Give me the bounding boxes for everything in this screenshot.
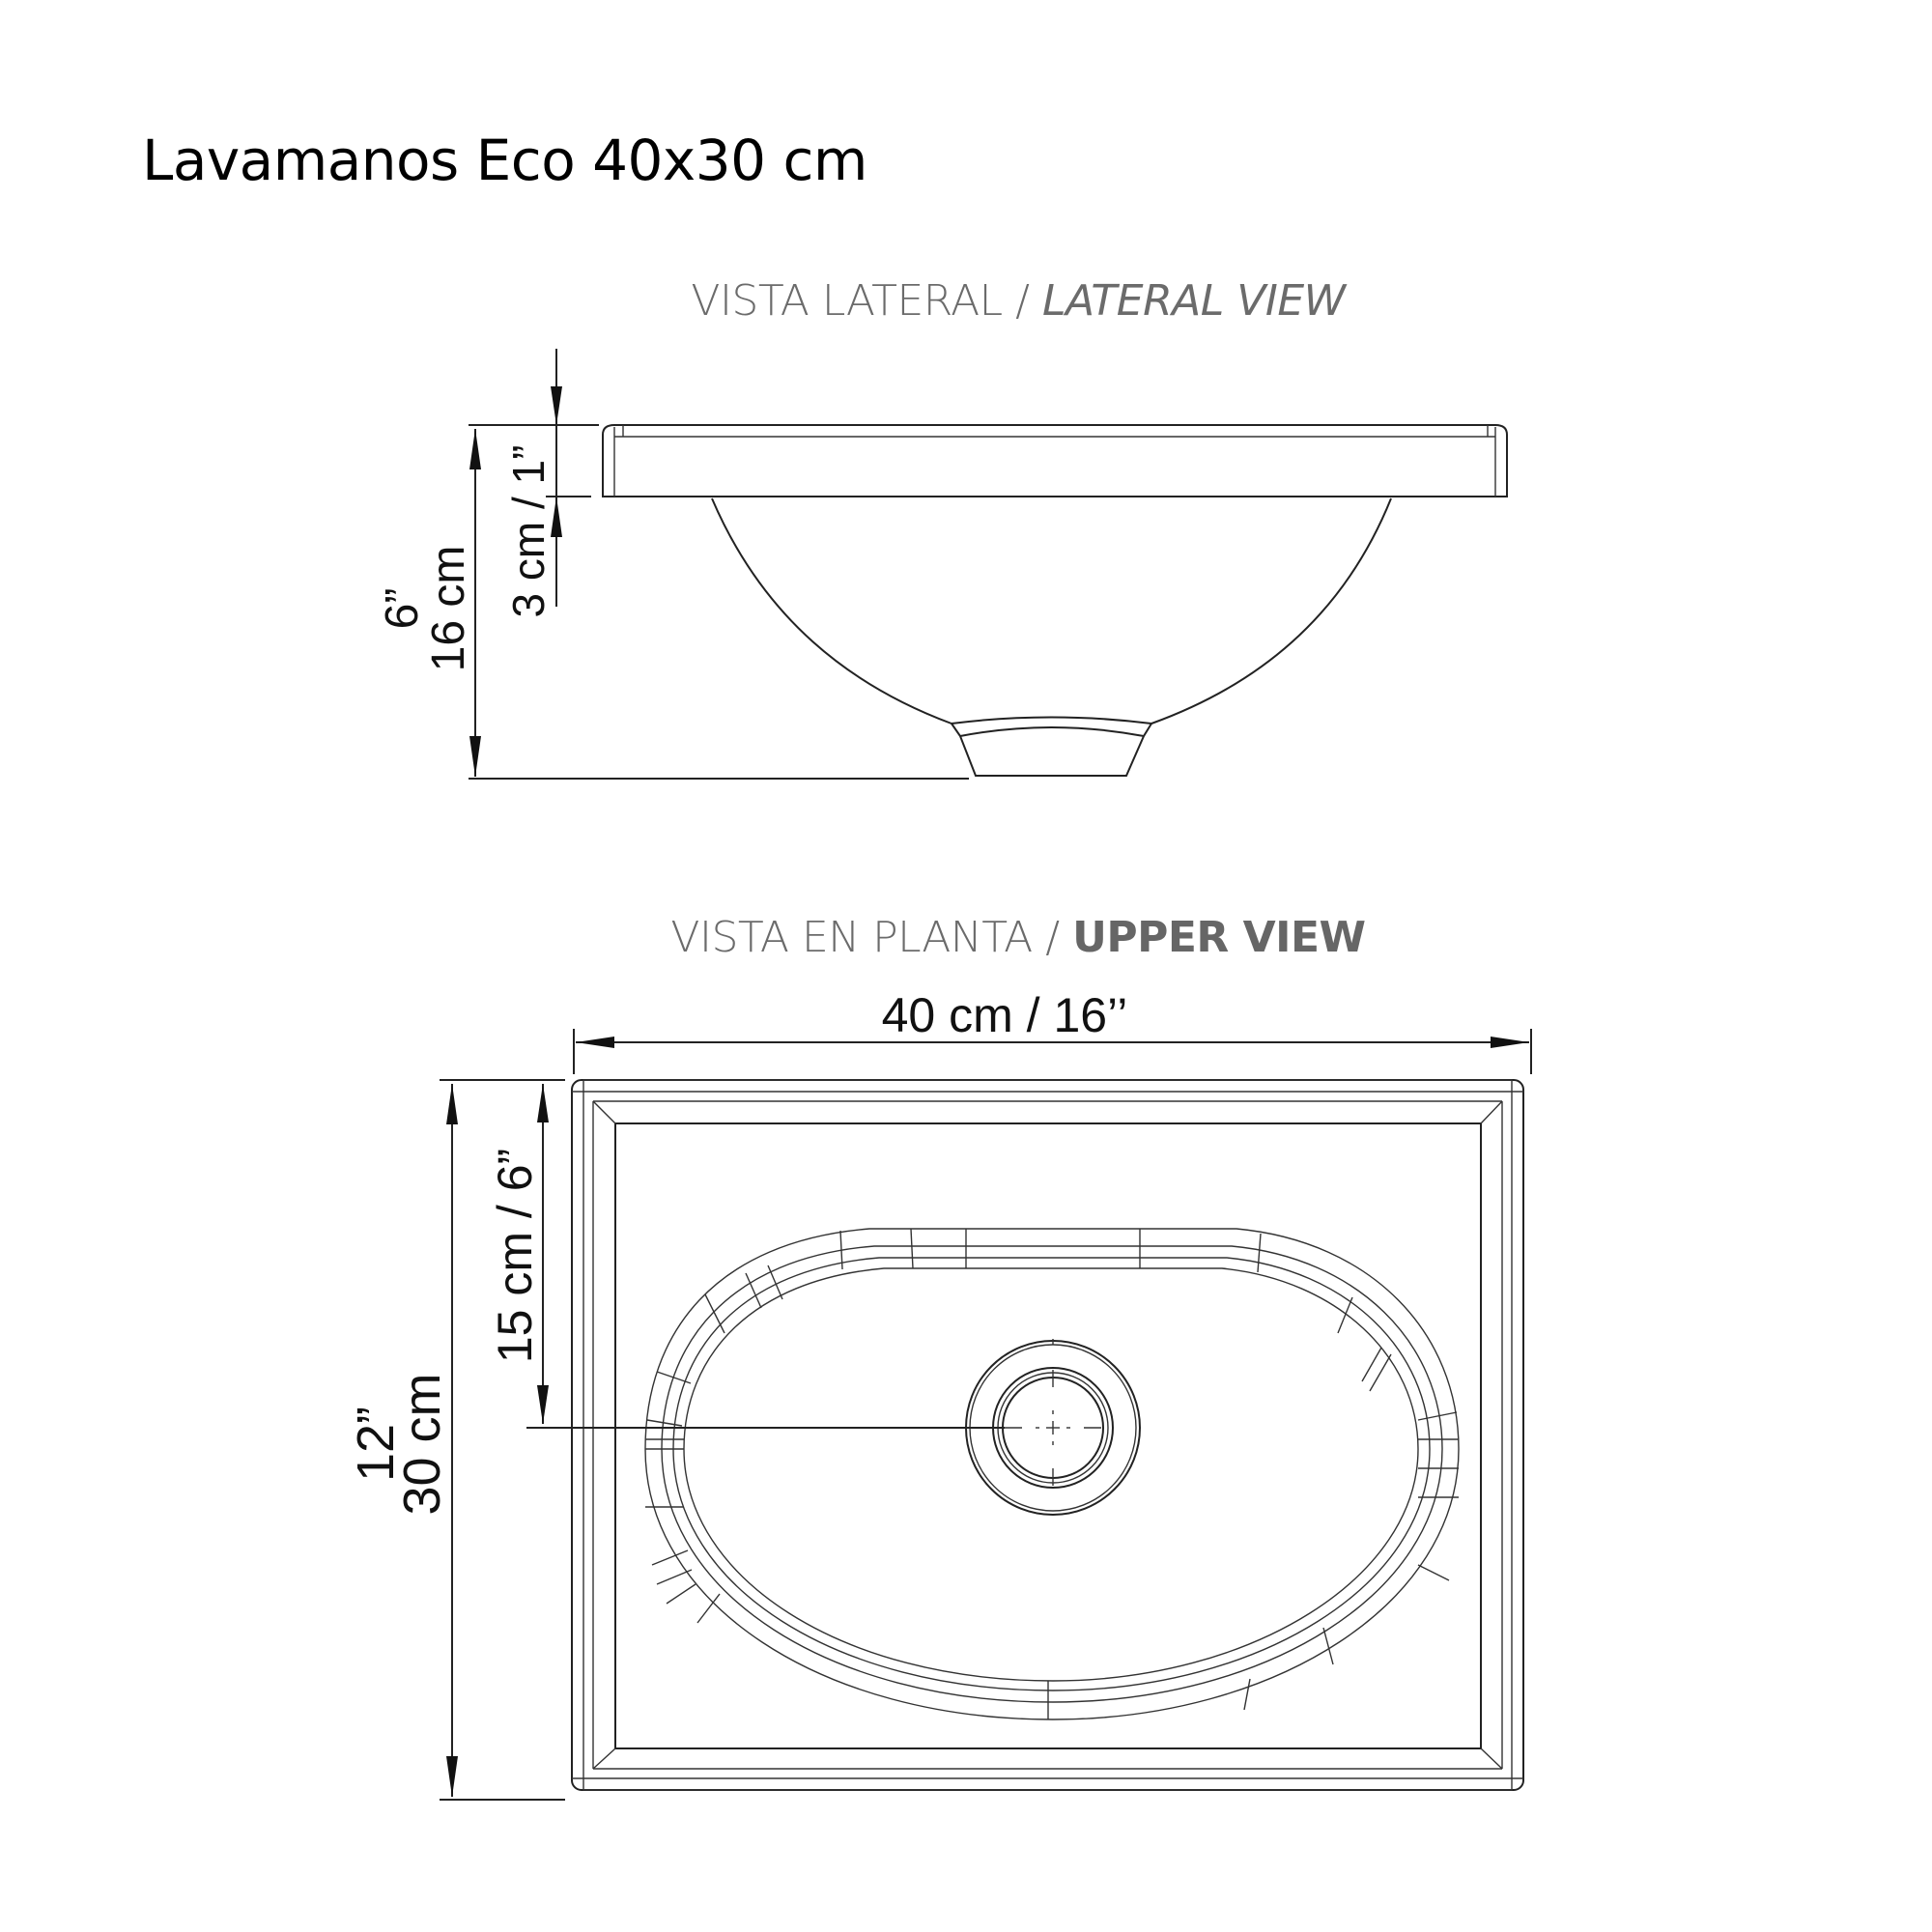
lateral-heading-en: LATERAL VIEW bbox=[1042, 276, 1346, 326]
bevel-line bbox=[592, 1100, 616, 1124]
drain-offset-label: 15 cm / 6” bbox=[488, 1149, 542, 1363]
sink-deck-inner bbox=[614, 1122, 1482, 1749]
height-cm-label: 16 cm bbox=[423, 546, 474, 672]
drain-inner-line bbox=[959, 726, 1145, 737]
arrow-up-icon bbox=[537, 1084, 549, 1122]
lateral-view-drawing bbox=[602, 424, 1508, 777]
arrow-right-icon bbox=[1491, 1037, 1529, 1048]
depth-cm-label: 30 cm bbox=[393, 1373, 451, 1515]
upper-dimensions: 40 cm / 16’’ 30 cm 12” 15 cm / 6” bbox=[347, 988, 1532, 1801]
upper-view-heading: VISTA EN PLANTA / UPPER VIEW bbox=[0, 913, 1932, 962]
arrow-up-icon bbox=[446, 1084, 458, 1124]
bevel-line bbox=[1480, 1100, 1503, 1124]
lateral-dimensions: 16 cm 6” 3 cm / 1” bbox=[377, 349, 969, 780]
upper-heading-en: UPPER VIEW bbox=[1072, 913, 1366, 962]
lateral-rim-outline bbox=[602, 424, 1508, 497]
drain-crosshair-icon bbox=[1005, 1370, 1101, 1486]
drain-top-line bbox=[951, 716, 1152, 724]
depth-in-label: 12” bbox=[347, 1406, 405, 1482]
bowl-ring-2 bbox=[661, 1245, 1443, 1703]
bevel-line bbox=[1480, 1747, 1503, 1770]
drain-body bbox=[951, 723, 1152, 777]
arrow-down-icon bbox=[537, 1385, 549, 1424]
lateral-heading-es: VISTA LATERAL / bbox=[691, 276, 1030, 326]
width-label: 40 cm / 16’’ bbox=[882, 988, 1128, 1042]
bowl-ring-4 bbox=[683, 1267, 1419, 1682]
arrow-up-icon bbox=[469, 429, 481, 469]
bowl-ring-3 bbox=[672, 1257, 1431, 1691]
sink-outer-edge-inner bbox=[582, 1079, 1513, 1791]
upper-heading-es: VISTA EN PLANTA / bbox=[670, 913, 1060, 962]
bowl-left-curve bbox=[711, 497, 952, 724]
bowl-right-curve bbox=[1151, 497, 1392, 724]
bevel-line bbox=[592, 1747, 616, 1770]
height-in-label: 6” bbox=[377, 588, 428, 630]
bowl-segment-ticks bbox=[645, 1228, 1459, 1719]
page-title: Lavamanos Eco 40x30 cm bbox=[142, 128, 867, 193]
bowl-ring-1 bbox=[644, 1228, 1460, 1720]
arrow-left-icon bbox=[576, 1037, 614, 1048]
lateral-view-heading: VISTA LATERAL / LATERAL VIEW bbox=[0, 276, 1932, 326]
arrow-up-icon bbox=[551, 497, 562, 537]
rim-height-label: 3 cm / 1” bbox=[503, 445, 554, 618]
arrow-down-icon bbox=[446, 1756, 458, 1797]
arrow-down-icon bbox=[469, 736, 481, 777]
upper-view-drawing bbox=[571, 1079, 1524, 1791]
arrow-down-icon bbox=[551, 386, 562, 425]
